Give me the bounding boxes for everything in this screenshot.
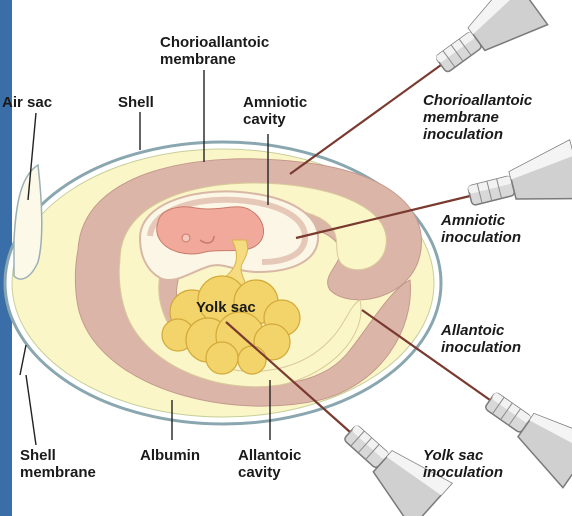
shell-label: Shell bbox=[118, 94, 154, 111]
yolk-sac-label: Yolk sac bbox=[196, 299, 256, 316]
yolk-sac-inoculation-label: Yolk sac inoculation bbox=[423, 447, 503, 481]
chorioallantoic-membrane-label: Chorioallantoic membrane bbox=[160, 34, 269, 68]
air-sac-label: Air sac bbox=[2, 94, 52, 111]
amniotic-cavity-label-line2: cavity bbox=[243, 111, 307, 128]
allantoic-inoculation-line2: inoculation bbox=[441, 339, 521, 356]
amniotic-cavity-label: Amniotic cavity bbox=[243, 94, 307, 128]
amniotic-inoculation-line1: Amniotic bbox=[441, 212, 521, 229]
chorioallantoic-inoculation-line3: inoculation bbox=[423, 126, 532, 143]
yolk-sac-inoculation-line2: inoculation bbox=[423, 464, 503, 481]
shell-membrane-label: Shell membrane bbox=[20, 447, 96, 481]
amniotic-cavity-label-line1: Amniotic bbox=[243, 94, 307, 111]
allantoic-cavity-label: Allantoic cavity bbox=[238, 447, 301, 481]
allantoic-inoculation-label: Allantoic inoculation bbox=[441, 322, 521, 356]
amniotic-inoculation-line2: inoculation bbox=[441, 229, 521, 246]
syringe-chorioallantoic bbox=[423, 0, 547, 89]
chorioallantoic-inoculation-line1: Chorioallantoic bbox=[423, 92, 532, 109]
albumin-label: Albumin bbox=[140, 447, 200, 464]
air-sac-region bbox=[14, 165, 42, 279]
shell-membrane-label-line2: membrane bbox=[20, 464, 96, 481]
chorioallantoic-inoculation-line2: membrane bbox=[423, 109, 532, 126]
amniotic-inoculation-label: Amniotic inoculation bbox=[441, 212, 521, 246]
shell-membrane-label-line1: Shell bbox=[20, 447, 96, 464]
chorioallantoic-membrane-label-line1: Chorioallantoic bbox=[160, 34, 269, 51]
embryo-eye bbox=[182, 234, 190, 242]
allantoic-cavity-label-line2: cavity bbox=[238, 464, 301, 481]
yolk-sac-inoculation-line1: Yolk sac bbox=[423, 447, 503, 464]
allantoic-cavity-label-line1: Allantoic bbox=[238, 447, 301, 464]
chorioallantoic-inoculation-label: Chorioallantoic membrane inoculation bbox=[423, 92, 532, 143]
chorioallantoic-membrane-label-line2: membrane bbox=[160, 51, 269, 68]
allantoic-inoculation-line1: Allantoic bbox=[441, 322, 521, 339]
